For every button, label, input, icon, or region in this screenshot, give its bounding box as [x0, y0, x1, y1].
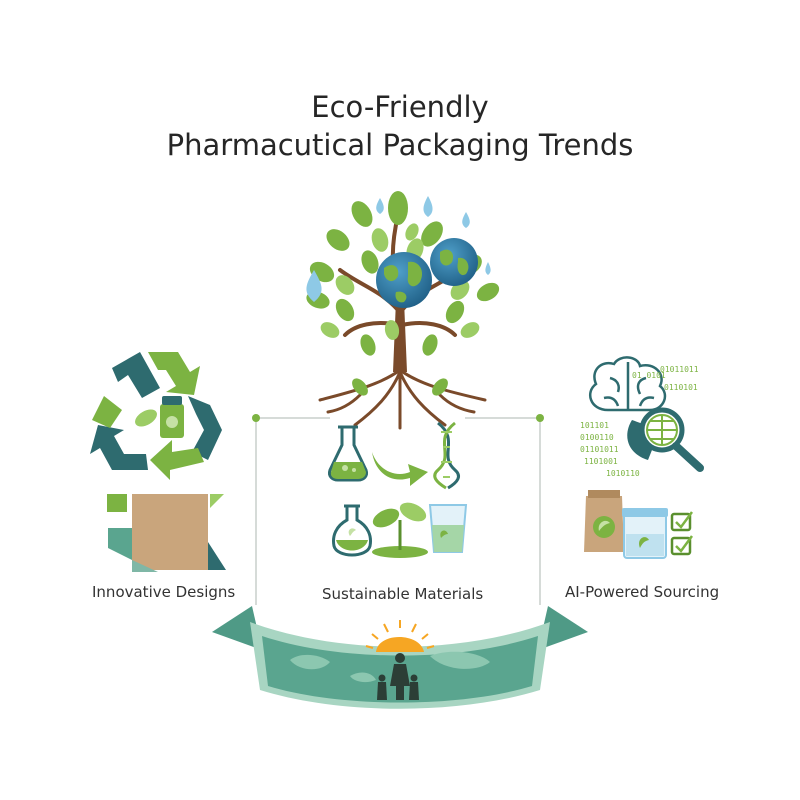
round-flask-icon	[332, 504, 372, 557]
geometric-shapes-icon	[107, 494, 226, 572]
recycle-icon	[90, 352, 222, 480]
svg-text:01011011: 01011011	[660, 365, 699, 374]
svg-text:101101: 101101	[580, 421, 609, 430]
seedling-icon	[372, 502, 428, 558]
title-line-2: Pharmacutical Packaging Trends	[166, 128, 634, 162]
brain-icon	[588, 356, 667, 412]
svg-text:1010110: 1010110	[606, 469, 640, 478]
dna-icon	[433, 421, 460, 490]
globe-icon	[430, 238, 478, 286]
globe-magnifier-icon	[627, 407, 704, 472]
svg-text:01 0101: 01 0101	[632, 371, 666, 380]
svg-text:0100110: 0100110	[580, 433, 614, 442]
checklist-icon	[670, 511, 694, 556]
connector-dot-right	[536, 414, 544, 422]
sun-icon	[376, 637, 424, 652]
section-label-ai-powered-sourcing: AI-Powered Sourcing	[565, 583, 720, 601]
water-drop-icons	[306, 196, 491, 302]
family-icon	[377, 653, 419, 700]
title-line-1: Eco-Friendly	[311, 90, 489, 124]
globe-icon	[376, 252, 432, 308]
section-label-innovative-designs: Innovative Designs	[92, 583, 236, 601]
arrow-icon	[372, 452, 428, 486]
svg-text:01101011: 01101011	[580, 445, 619, 454]
connector-dot-left	[252, 414, 260, 422]
world-banner	[212, 606, 588, 709]
section-label-sustainable-materials: Sustainable Materials	[322, 585, 484, 603]
svg-text:0110101: 0110101	[664, 383, 698, 392]
svg-text:1101001: 1101001	[584, 457, 618, 466]
water-glass-icon	[428, 504, 468, 553]
flask-icon	[328, 425, 368, 482]
container-jar-icon	[622, 508, 668, 559]
paper-bag-icon	[584, 490, 624, 552]
connector-lines	[255, 417, 541, 605]
binary-code-text: 01 0101 0110101 101101 0100110 01101011 …	[580, 365, 699, 478]
tree-icon	[306, 191, 500, 430]
sun-rays	[365, 620, 435, 649]
page-title: Eco-Friendly Pharmacutical Packaging Tre…	[0, 88, 800, 164]
